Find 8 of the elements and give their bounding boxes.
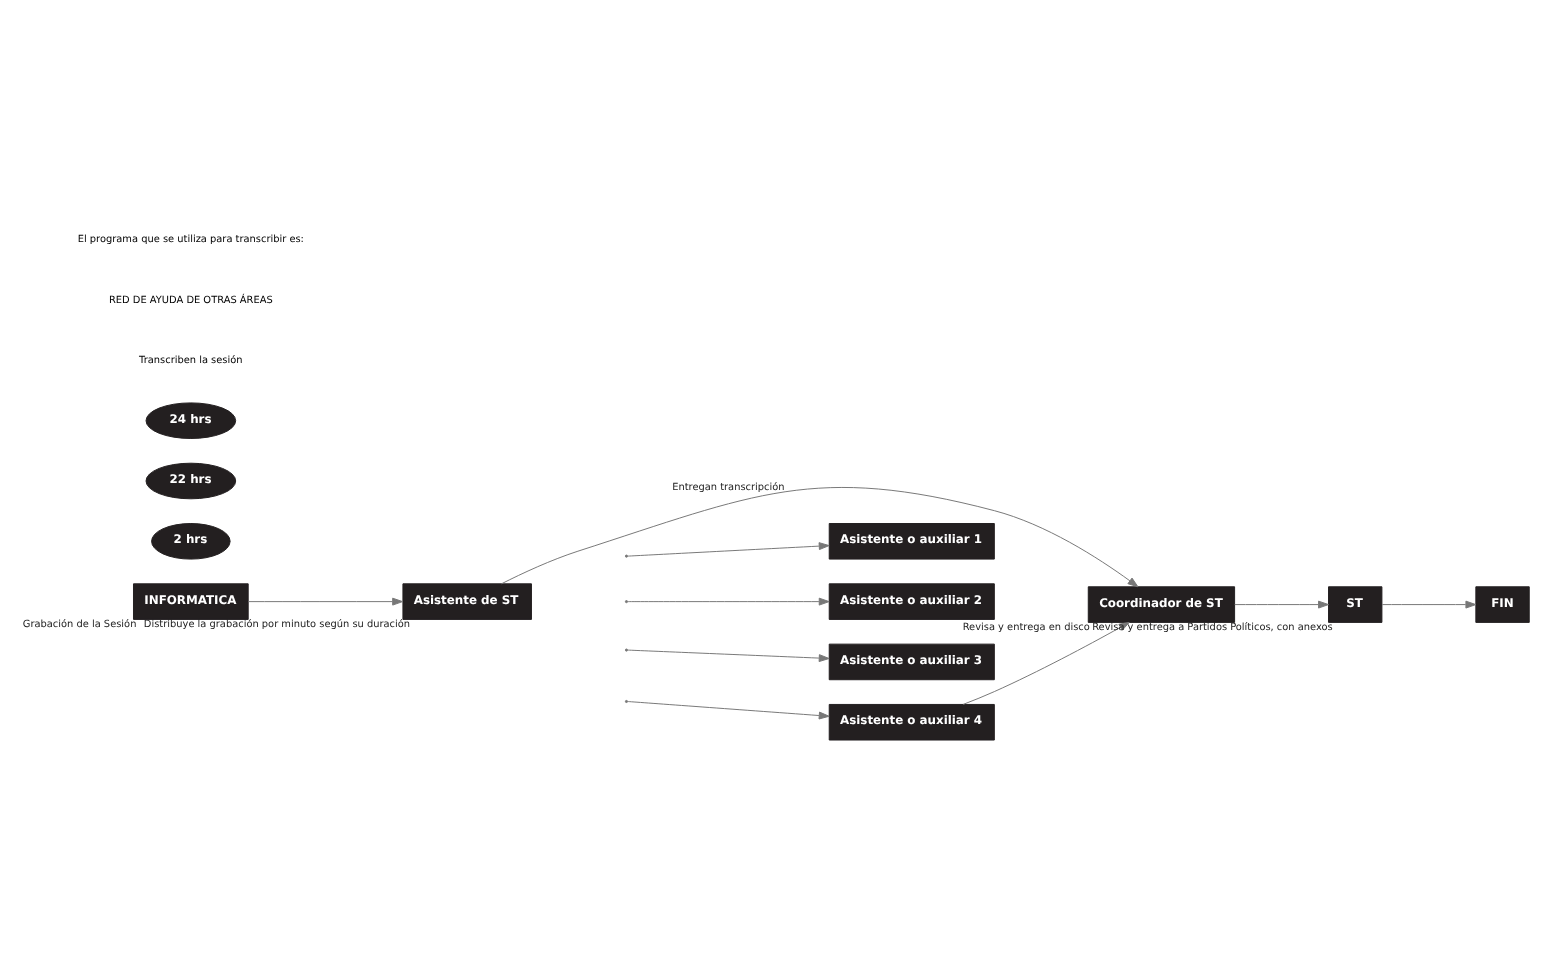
arrow [627, 596, 830, 605]
arrow [1234, 599, 1329, 608]
arrow [1381, 599, 1477, 608]
arrow [247, 596, 404, 605]
arrow [627, 700, 830, 719]
arrow [627, 541, 830, 556]
arrow [627, 648, 830, 662]
arrow [500, 485, 1139, 587]
